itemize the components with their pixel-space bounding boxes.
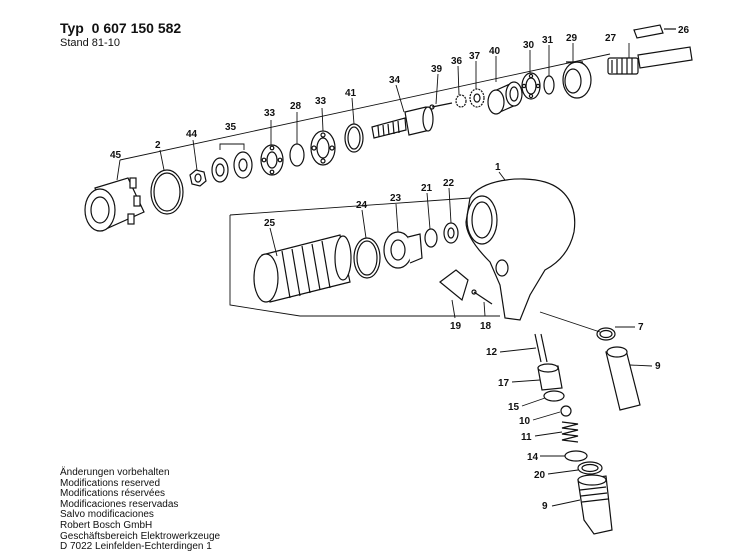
part-9-inlet-lower xyxy=(577,474,613,535)
part-35-washers xyxy=(211,143,253,183)
part-40-housing xyxy=(487,81,523,115)
stand-label: Stand 81-10 xyxy=(60,37,120,49)
callout-33-left: 33 xyxy=(264,108,276,119)
callout-37: 37 xyxy=(469,51,481,62)
callout-41: 41 xyxy=(345,88,357,99)
callout-2: 2 xyxy=(155,140,161,151)
part-11-spring xyxy=(561,421,579,443)
modification-notes: Änderungen vorbehalten Modifications res… xyxy=(60,467,179,521)
callout-9-upper: 9 xyxy=(655,361,661,372)
note-line: Änderungen vorbehalten xyxy=(60,467,170,478)
type-heading: Typ 0 607 150 582 xyxy=(60,20,181,36)
part-33-bearing-left xyxy=(260,144,284,176)
note-line: Modifications réservées xyxy=(60,488,166,500)
part-29-bushing xyxy=(562,61,592,99)
company-location: D 7022 Leinfelden-Echterdingen 1 xyxy=(60,541,212,553)
part-33-bearing-right xyxy=(310,130,336,166)
callout-22: 22 xyxy=(443,178,455,189)
type-label: Typ xyxy=(60,20,84,36)
callout-20: 20 xyxy=(534,470,546,481)
callout-labels: 26 27 29 31 30 40 37 36 39 34 41 33 28 3… xyxy=(110,25,690,512)
callout-17: 17 xyxy=(498,378,510,389)
part-24-ring xyxy=(353,237,381,279)
callout-29: 29 xyxy=(566,33,578,44)
part-number: 0 607 150 582 xyxy=(91,20,182,36)
callout-30: 30 xyxy=(523,40,535,51)
part-2-ring xyxy=(150,169,184,215)
callout-18: 18 xyxy=(480,321,492,332)
part-18-pin xyxy=(471,289,493,305)
company-name: Robert Bosch GmbH xyxy=(60,520,153,531)
callout-14: 14 xyxy=(527,452,539,463)
note-line: Modifications reserved xyxy=(60,477,161,489)
part-31-ring xyxy=(543,75,555,95)
part-25-cylinder xyxy=(253,234,352,303)
part-37-gear xyxy=(469,88,485,108)
part-34-shaft xyxy=(371,106,434,139)
callout-27: 27 xyxy=(605,33,617,44)
company-division: Geschäftsbereich Elektrowerkzeuge xyxy=(60,530,221,542)
callout-9-lower: 9 xyxy=(542,501,548,512)
callout-23: 23 xyxy=(390,193,402,204)
callout-19: 19 xyxy=(450,321,462,332)
part-39-pin xyxy=(429,102,453,110)
callout-44: 44 xyxy=(186,129,198,140)
callout-24: 24 xyxy=(356,200,368,211)
callout-45: 45 xyxy=(110,150,122,161)
part-22-bushing xyxy=(443,222,459,244)
part-7-ring xyxy=(596,327,616,341)
part-12-pin xyxy=(534,333,548,363)
callout-33-right: 33 xyxy=(315,96,327,107)
part-26-key xyxy=(633,24,676,39)
part-41-ring xyxy=(344,123,364,153)
callout-1: 1 xyxy=(495,162,501,173)
callout-25: 25 xyxy=(264,218,276,229)
note-line: Salvo modificaciones xyxy=(60,509,154,521)
part-21-ring xyxy=(424,228,438,248)
callout-36: 36 xyxy=(451,56,463,67)
callout-31: 31 xyxy=(542,35,554,46)
part-10-ball xyxy=(560,405,572,417)
part-30-bearing xyxy=(521,72,541,100)
callout-15: 15 xyxy=(508,402,520,413)
callout-28: 28 xyxy=(290,101,302,112)
part-28-ring xyxy=(289,143,305,167)
part-17-valve xyxy=(537,363,563,391)
part-45-cap xyxy=(84,177,145,232)
part-44-nut xyxy=(189,169,207,187)
assembly-frame xyxy=(119,53,611,333)
callout-7: 7 xyxy=(638,322,644,333)
part-14-ring xyxy=(564,450,588,462)
part-1-main-housing xyxy=(465,178,576,321)
callout-26: 26 xyxy=(678,25,690,36)
part-15-ring xyxy=(543,390,565,402)
callout-40: 40 xyxy=(489,46,501,57)
company-address: Robert Bosch GmbH Geschäftsbereich Elekt… xyxy=(60,520,221,553)
part-19-lever xyxy=(439,269,469,302)
part-36-gear xyxy=(455,94,467,108)
part-20-ring xyxy=(577,461,603,475)
callout-39: 39 xyxy=(431,64,443,75)
part-9-inlet-upper xyxy=(605,346,641,411)
callout-10: 10 xyxy=(519,416,531,427)
callout-11: 11 xyxy=(521,432,532,443)
callout-35: 35 xyxy=(225,122,237,133)
callout-21: 21 xyxy=(421,183,433,194)
callout-34: 34 xyxy=(389,75,401,86)
leader-lines xyxy=(116,43,653,507)
part-27-spindle xyxy=(607,46,693,75)
part-23-piston xyxy=(383,231,423,269)
callout-12: 12 xyxy=(486,347,498,358)
note-line: Modificaciones reservadas xyxy=(60,498,179,510)
